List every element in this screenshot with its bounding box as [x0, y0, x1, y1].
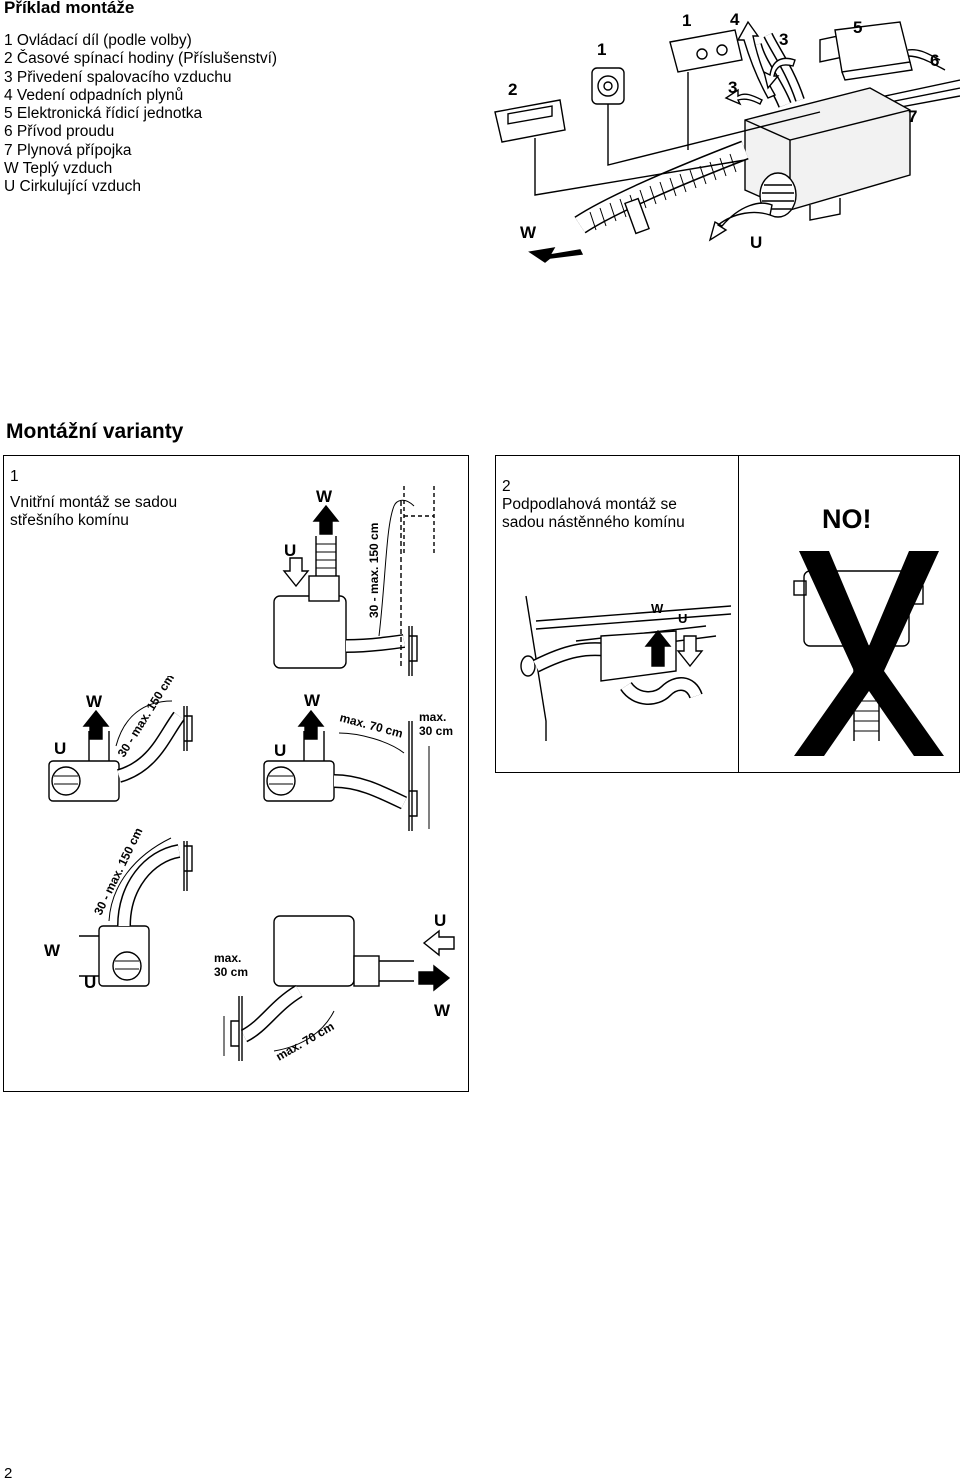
legend-item: 5 Elektronická řídicí jednotka — [4, 105, 203, 123]
figure-e-w-label: W — [434, 1001, 451, 1020]
figure-e-dimension-1a: max. — [214, 951, 241, 965]
figure-d-w-label: W — [44, 941, 61, 960]
callout-1b: 1 — [682, 11, 691, 30]
figure-c-dimension-1: max. 70 cm — [338, 710, 404, 740]
legend-item: 4 Vedení odpadních plynů — [4, 86, 184, 104]
variant-2-panel: 2 Podpodlahová montáž se sadou nástěnnéh… — [495, 455, 739, 773]
variant-2-w-label: W — [651, 601, 664, 616]
variant-1-panel: 1 Vnitřní montáž se sadou střešního komí… — [3, 455, 469, 1092]
variant-2-number: 2 — [502, 478, 511, 495]
variant-2-u-label: U — [678, 611, 687, 626]
variant-1-figure-c: W U max. 70 cm max. 30 cm — [263, 691, 453, 831]
cross-mark-icon — [794, 551, 944, 756]
callout-1a: 1 — [597, 40, 606, 59]
variant-2-line2: sadou nástěnného komínu — [502, 514, 685, 531]
figure-c-w-label: W — [304, 691, 321, 710]
figure-c-dimension-2b: 30 cm — [419, 724, 453, 738]
installation-example-illustration: 1 1 2 3 3 4 5 6 7 W U — [494, 10, 960, 263]
callout-2: 2 — [508, 80, 517, 99]
figure-a-w-label: W — [316, 487, 333, 506]
figure-d-u-label: U — [84, 973, 96, 992]
callout-w: W — [520, 223, 537, 242]
wrong-installation-figure — [793, 551, 944, 756]
figure-b-w-label: W — [86, 692, 103, 711]
legend-item: 7 Plynová přípojka — [4, 141, 132, 159]
example-title: Příklad montáže — [4, 0, 135, 17]
figure-e-dimension-2: max. 70 cm — [274, 1019, 337, 1063]
callout-u: U — [750, 233, 762, 252]
legend-item: W Teplý vzduch — [4, 160, 113, 178]
figure-c-u-label: U — [274, 741, 286, 760]
callout-7: 7 — [908, 107, 917, 126]
no-label: NO! — [822, 504, 872, 534]
wrong-installation-panel: NO! — [738, 455, 960, 773]
variant-1-figure-b: W U 30 - max. 150 cm — [48, 676, 193, 802]
callout-3a: 3 — [728, 78, 737, 97]
figure-b-u-label: U — [54, 739, 66, 758]
legend-item: 3 Přivedení spalovacího vzduchu — [4, 68, 232, 86]
figure-a-dimension: 30 - max. 150 cm — [367, 523, 381, 618]
callout-6: 6 — [930, 51, 939, 70]
callout-4: 4 — [730, 10, 740, 29]
variant-1-figure-a: W U 30 - max. 150 cm — [273, 486, 435, 676]
variant-1-line1: Vnitřní montáž se sadou — [10, 494, 178, 511]
variant-1-line2: střešního komínu — [10, 512, 129, 529]
legend-list: 1 Ovládací díl (podle volby) 2 Časové sp… — [4, 32, 277, 197]
variant-2-line1: Podpodlahová montáž se — [502, 496, 677, 513]
figure-e-dimension-1b: 30 cm — [214, 965, 248, 979]
legend-item: U Cirkulující vzduch — [4, 178, 141, 196]
figure-e-u-label: U — [434, 911, 446, 930]
callout-5: 5 — [853, 18, 862, 37]
variant-1-number: 1 — [10, 468, 19, 485]
legend-item: 6 Přívod proudu — [4, 123, 115, 141]
figure-c-dimension-2a: max. — [419, 710, 446, 724]
legend-item: 2 Časové spínací hodiny (Příslušenství) — [4, 50, 278, 68]
variants-title: Montážní varianty — [6, 420, 184, 443]
legend-item: 1 Ovládací díl (podle volby) — [4, 32, 192, 49]
figure-b-dimension: 30 - max. 150 cm — [115, 676, 177, 760]
figure-a-u-label: U — [284, 541, 296, 560]
variant-1-figure-e: W U max. 30 cm max. 70 cm — [214, 911, 455, 1064]
page-number: 2 — [4, 1465, 13, 1482]
callout-3b: 3 — [779, 30, 788, 49]
variant-2-figure: W U — [520, 595, 731, 741]
variant-1-figure-d: W U 30 - max. 150 cm — [44, 825, 193, 992]
